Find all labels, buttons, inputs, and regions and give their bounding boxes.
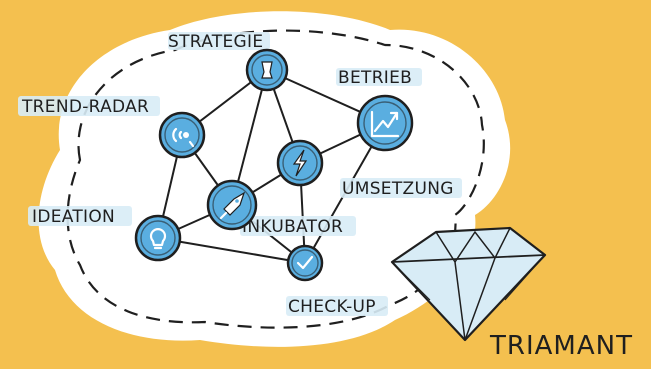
- node-label-betrieb: BETRIEB: [338, 68, 412, 88]
- node-label-ideation: IDEATION: [32, 207, 115, 227]
- label-highlight: [168, 32, 270, 50]
- label-highlight: [28, 206, 132, 226]
- label-highlight: [286, 296, 388, 316]
- node-label-check-up: CHECK-UP: [288, 297, 376, 317]
- node-inkubator: [206, 179, 258, 231]
- node-check-up: [286, 244, 324, 282]
- chess-pawn-icon: [261, 61, 273, 79]
- label-highlight: [18, 96, 160, 116]
- brand-name: TRIAMANT: [489, 331, 633, 361]
- rising-chart-icon: [370, 110, 400, 138]
- lightning-icon: [292, 149, 308, 177]
- diamond-icon: [390, 226, 547, 342]
- label-highlight: [340, 178, 462, 198]
- node-label-umsetzung: UMSETZUNG: [342, 179, 454, 199]
- node-trend-radar: [158, 111, 206, 159]
- radar-icon: [172, 127, 195, 148]
- node-ideation: [134, 214, 182, 262]
- node-betrieb: [356, 94, 414, 152]
- node-label-strategie: STRATEGIE: [168, 32, 263, 52]
- checkmark-icon: [296, 255, 314, 270]
- node-label-inkubator: INKUBATOR: [242, 217, 343, 237]
- node-label-trend-radar: TREND-RADAR: [21, 97, 149, 117]
- node-lightning: [276, 139, 324, 187]
- lightbulb-icon: [149, 228, 167, 250]
- label-highlight: [240, 216, 356, 236]
- label-highlight: [336, 68, 422, 86]
- edge: [157, 237, 306, 264]
- rocket-icon: [219, 191, 246, 220]
- dashed-boundary: [66, 29, 485, 329]
- node-strategie: [245, 48, 289, 92]
